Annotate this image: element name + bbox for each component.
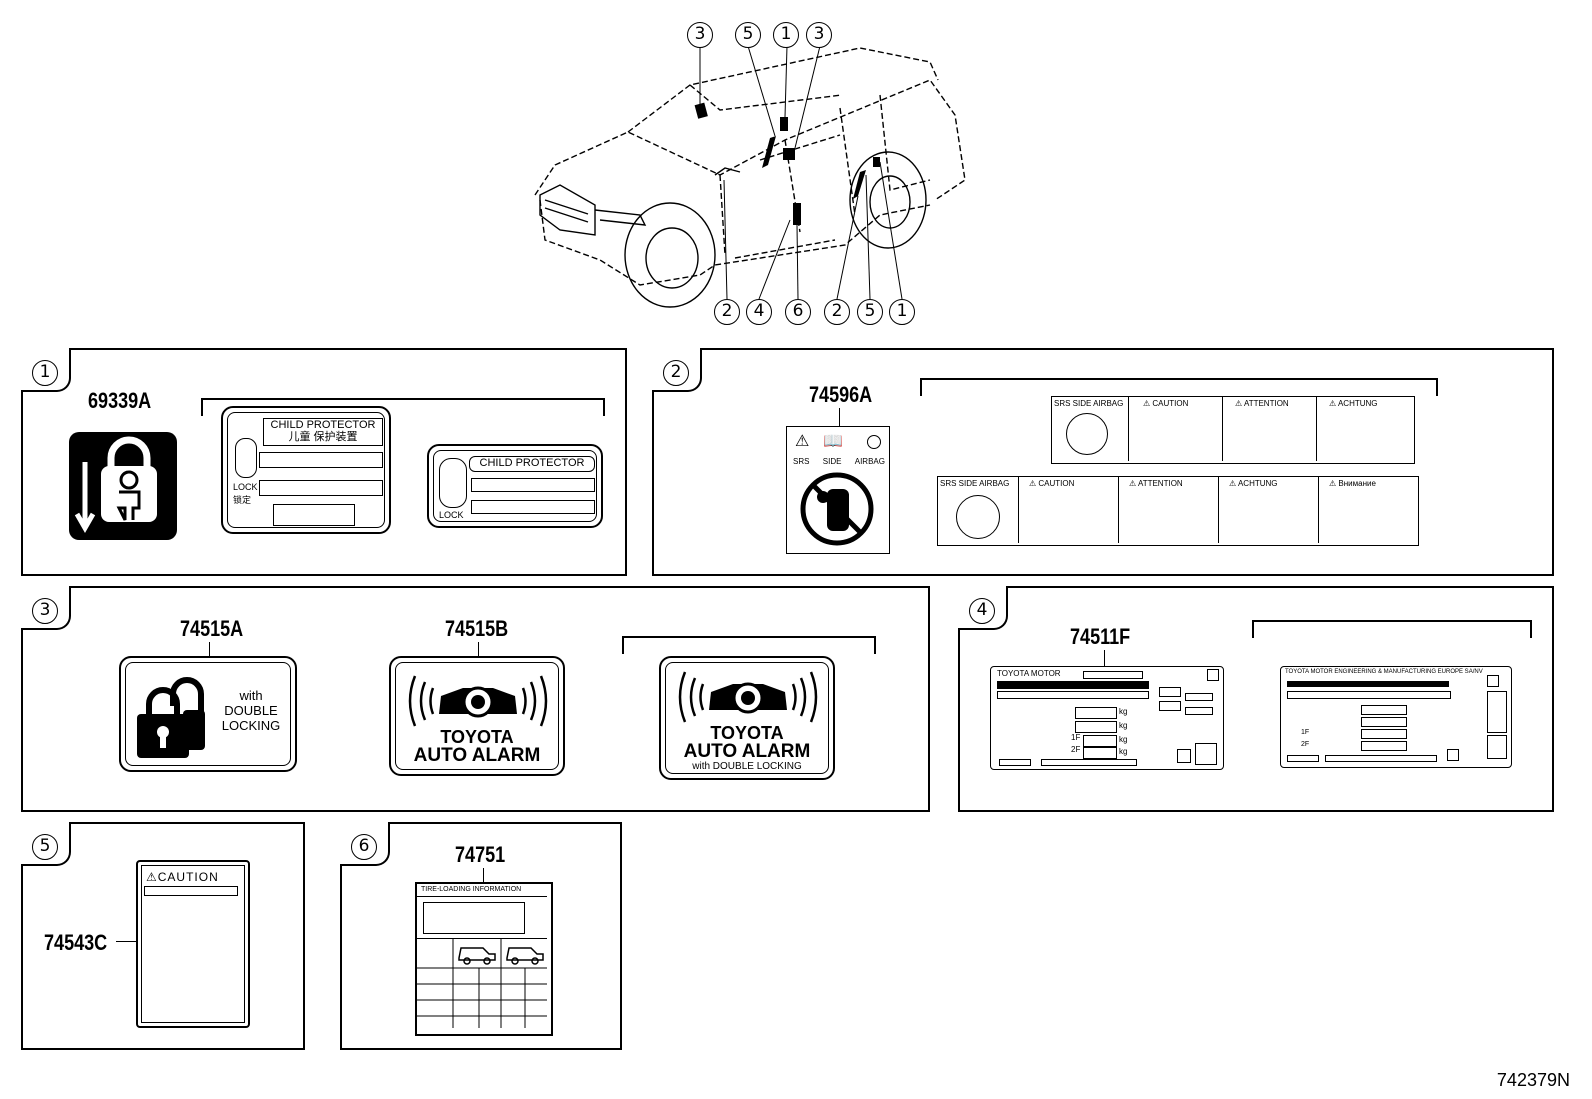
child-protector-label: CHILD PROTECTOR LOCK <box>427 444 603 528</box>
panel-4-number: 4 <box>969 598 995 624</box>
airbag-warning-label-b: SRS SIDE AIRBAG ⚠ CAUTION ⚠ ATTENTION ⚠ … <box>937 476 1419 546</box>
panel-2-number: 2 <box>663 360 689 386</box>
callout-top-2: 5 <box>735 22 761 48</box>
part-number: 74515A <box>180 616 244 641</box>
auto-alarm-label: TOYOTA AUTO ALARM <box>389 656 565 776</box>
child-lock-icon <box>69 432 177 540</box>
warning-icon: ⚠ <box>1229 479 1238 488</box>
bracket <box>201 398 605 416</box>
diagram-reference-code: 742379N <box>1496 1070 1570 1090</box>
tire-loading-label: TIRE-LOADING INFORMATION <box>415 882 553 1036</box>
callout-bottom-2: 4 <box>746 299 772 325</box>
vehicle-illustration <box>534 45 966 308</box>
srs-side-airbag-label: ⚠ 📖 SRS SIDE AIRBAG <box>786 426 890 554</box>
panel-1: 1 69339A CHILD PROTECTOR 儿童 保护装置 LOCK 锁定… <box>21 348 627 576</box>
panel-5-number: 5 <box>32 834 58 860</box>
bracket <box>1252 620 1532 638</box>
indicator-icon <box>867 435 881 449</box>
warning-icon: ⚠ <box>1235 399 1244 408</box>
no-lean-icon <box>956 495 1000 539</box>
caution-label: ⚠CAUTION <box>136 860 250 1028</box>
table-grid <box>417 938 547 1028</box>
child-protector-label-cn: CHILD PROTECTOR 儿童 保护装置 LOCK 锁定 <box>221 406 391 534</box>
panel-3-number: 3 <box>32 598 58 624</box>
warning-icon: ⚠ <box>1129 479 1138 488</box>
alarm-car-icon <box>408 675 548 727</box>
part-number: 74511F <box>1070 624 1131 649</box>
panel-5: 5 74543C ⚠CAUTION <box>21 822 305 1050</box>
part-number: 74751 <box>455 842 506 867</box>
alarm-car-icon <box>678 671 818 723</box>
warning-icon: ⚠ <box>1029 479 1039 488</box>
panel-2: 2 74596A ⚠ 📖 SRS SIDE AIRBAG SRS SIDE AI… <box>652 348 1554 576</box>
bracket <box>622 636 876 654</box>
callout-top-3: 1 <box>773 22 799 48</box>
callout-bottom-3: 6 <box>785 299 811 325</box>
suv-icon <box>458 947 496 965</box>
vehicle-id-plate-eu: TOYOTA MOTOR ENGINEERING & MANUFACTURING… <box>1280 666 1512 768</box>
panel-1-number: 1 <box>32 360 58 386</box>
panel-4: 4 74511F TOYOTA MOTOR kg kg kg kg 1F 2F … <box>958 586 1554 812</box>
panel-6-number: 6 <box>351 834 377 860</box>
part-number: 74596A <box>809 382 873 407</box>
lock-text: LOCK <box>233 482 258 492</box>
manual-icon: 📖 <box>823 433 843 450</box>
warning-icon: ⚠ <box>1329 479 1339 488</box>
panel-3: 3 74515A with DOUBLE LOCKING 74515B <box>21 586 930 812</box>
padlock-icon <box>137 677 205 758</box>
part-number: 69339A <box>88 388 152 413</box>
double-locking-label: with DOUBLE LOCKING <box>119 656 297 772</box>
callout-bottom-4: 2 <box>824 299 850 325</box>
warning-icon: ⚠ <box>1329 399 1338 408</box>
panel-6: 6 74751 TIRE-LOADING INFORMATION <box>340 822 622 1050</box>
warning-icon: ⚠ <box>1143 399 1153 408</box>
auto-alarm-double-label: TOYOTA AUTO ALARM with DOUBLE LOCKING <box>659 656 835 780</box>
child-protector-text: CHILD PROTECTOR <box>469 456 595 472</box>
bracket <box>920 378 1438 396</box>
child-protector-cn-text: 儿童 保护装置 <box>288 431 358 443</box>
callout-bottom-5: 5 <box>857 299 883 325</box>
callout-bottom-6: 1 <box>889 299 915 325</box>
warning-icon: ⚠ <box>146 870 158 884</box>
callout-top-4: 3 <box>806 22 832 48</box>
lock-text: LOCK <box>439 510 464 520</box>
child-protector-text: CHILD PROTECTOR <box>270 419 376 431</box>
part-number: 74515B <box>445 616 509 641</box>
no-lean-icon <box>800 472 874 546</box>
no-lean-icon <box>1066 413 1108 455</box>
lock-cn-text: 锁定 <box>233 495 252 505</box>
callout-bottom-1: 2 <box>714 299 740 325</box>
callout-top-1: 3 <box>687 22 713 48</box>
part-number: 74543C <box>44 930 108 955</box>
airbag-warning-label-a: SRS SIDE AIRBAG ⚠ CAUTION ⚠ ATTENTION ⚠ … <box>1051 396 1415 464</box>
vehicle-id-plate: TOYOTA MOTOR kg kg kg kg 1F 2F <box>990 666 1224 770</box>
warning-icon: ⚠ <box>795 433 810 450</box>
suv-cargo-icon <box>506 947 544 965</box>
